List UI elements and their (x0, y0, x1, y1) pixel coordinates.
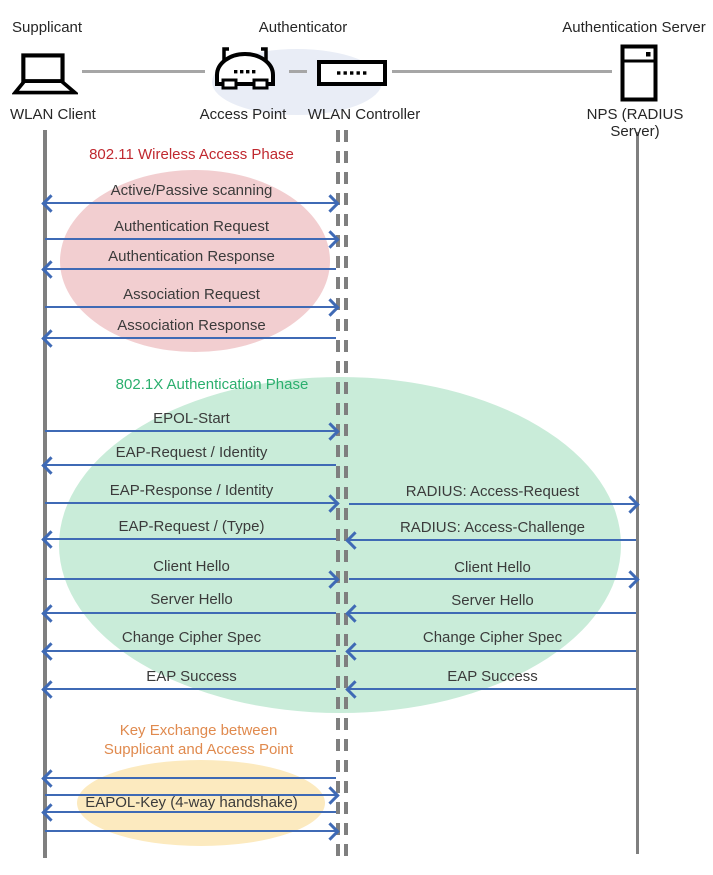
message-label: EAP Success (146, 668, 237, 685)
lifeline-wlan-client (43, 130, 47, 858)
lifeline-wlan-controller-left (336, 130, 340, 858)
message-label: Authentication Request (113, 218, 270, 235)
message-arrow (349, 578, 636, 580)
lifeline-radius-server (636, 132, 639, 854)
message-arrow (349, 539, 636, 541)
wireless-router-icon (213, 46, 277, 105)
message-label: EAP-Request / Identity (115, 444, 268, 461)
message-label: Change Cipher Spec (121, 629, 262, 646)
eapol-key-arrow (45, 830, 336, 832)
message-arrow (45, 430, 336, 432)
message-label: EAP Success (447, 668, 538, 685)
message-arrow (45, 202, 336, 204)
server-tower-icon (620, 44, 658, 107)
message-arrow (349, 688, 636, 690)
phase3-title-line1: Key Exchange between (119, 722, 278, 739)
connector-ap-controller (289, 70, 307, 73)
message-label: Client Hello (454, 559, 531, 576)
message-arrow (349, 650, 636, 652)
message-label: Server Hello (451, 592, 534, 609)
message-label: Active/Passive scanning (110, 182, 273, 199)
label-wlan-controller: WLAN Controller (307, 106, 421, 123)
message-label: EAP-Response / Identity (109, 482, 274, 499)
message-arrow (45, 578, 336, 580)
message-arrow (349, 612, 636, 614)
message-label: Association Request (123, 286, 260, 303)
role-supplicant: Supplicant (12, 19, 83, 36)
message-arrow (45, 502, 336, 504)
message-label: EAP-Request / (Type) (118, 518, 265, 535)
message-arrow (45, 337, 336, 339)
laptop-icon (11, 52, 80, 101)
phase2-ellipse (59, 377, 621, 713)
connector-controller-server (392, 70, 612, 73)
message-arrow (45, 238, 336, 240)
message-label: Authentication Response (108, 248, 275, 265)
message-label: Client Hello (153, 558, 230, 575)
connector-client-ap (82, 70, 205, 73)
message-arrow (45, 268, 336, 270)
label-wlan-client: WLAN Client (10, 106, 96, 123)
phase3-title-line2: Supplicant and Access Point (103, 741, 294, 758)
phase1-ellipse (60, 170, 330, 352)
message-label: EPOL-Start (153, 410, 230, 427)
message-label: Association Response (117, 317, 266, 334)
eapol-key-arrow (45, 794, 336, 796)
label-access-point: Access Point (199, 106, 287, 123)
message-arrow (45, 688, 336, 690)
message-arrow (45, 306, 336, 308)
role-authentication-server: Authentication Server (562, 19, 706, 36)
role-authenticator: Authenticator (258, 19, 348, 36)
message-label: Change Cipher Spec (422, 629, 563, 646)
lifeline-wlan-controller-right (344, 130, 348, 858)
eapol-key-arrow (45, 777, 336, 779)
message-arrow (349, 503, 636, 505)
phase1-title: 802.11 Wireless Access Phase (89, 146, 294, 163)
eapol-key-arrow (45, 811, 336, 813)
controller-box-icon (317, 60, 387, 91)
message-arrow (45, 612, 336, 614)
eapol-key-label: EAPOL-Key (4-way handshake) (85, 794, 298, 811)
message-label: RADIUS: Access-Challenge (399, 519, 586, 536)
label-nps-radius-server: NPS (RADIUS Server) (586, 106, 684, 140)
message-arrow (45, 464, 336, 466)
phase2-title: 802.1X Authentication Phase (115, 376, 309, 393)
message-arrow (45, 650, 336, 652)
message-arrow (45, 538, 336, 540)
message-label: RADIUS: Access-Request (405, 483, 580, 500)
message-label: Server Hello (150, 591, 233, 608)
